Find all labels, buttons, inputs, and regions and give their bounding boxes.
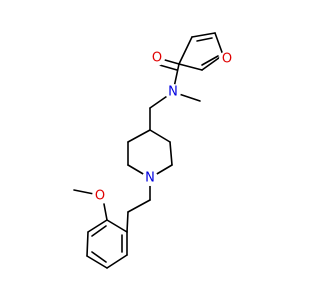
bond xyxy=(86,231,89,257)
furan-oxygen-label: O xyxy=(219,51,235,67)
atom-symbol: O xyxy=(222,52,232,67)
bond xyxy=(127,129,151,143)
bond xyxy=(91,225,107,237)
carbonyl-oxygen-label: O xyxy=(149,50,165,66)
atom-symbol: O xyxy=(152,51,162,66)
amide-nitrogen-label: N xyxy=(165,84,181,100)
bonds xyxy=(73,32,224,269)
molecule-structure: O O N N O xyxy=(73,32,235,269)
bond xyxy=(91,251,107,263)
bond xyxy=(103,203,108,221)
bond xyxy=(106,219,128,233)
bond xyxy=(87,219,108,233)
atom-labels: O O N N O xyxy=(92,50,235,204)
bond xyxy=(196,37,213,42)
bond xyxy=(127,199,151,213)
bond xyxy=(178,63,203,71)
bond xyxy=(169,141,173,166)
bond xyxy=(86,255,108,269)
bond xyxy=(191,32,216,38)
atom-symbol: N xyxy=(145,171,155,186)
bond xyxy=(201,55,219,66)
bond xyxy=(106,254,128,269)
bond xyxy=(126,211,129,233)
atom-symbol: O xyxy=(95,189,105,204)
atom-symbol: N xyxy=(168,85,178,100)
methoxy-oxygen-label: O xyxy=(92,188,108,204)
bond xyxy=(178,36,193,65)
piperidine-nitrogen-label: N xyxy=(142,170,158,186)
bond xyxy=(149,129,171,143)
bond xyxy=(214,32,224,56)
